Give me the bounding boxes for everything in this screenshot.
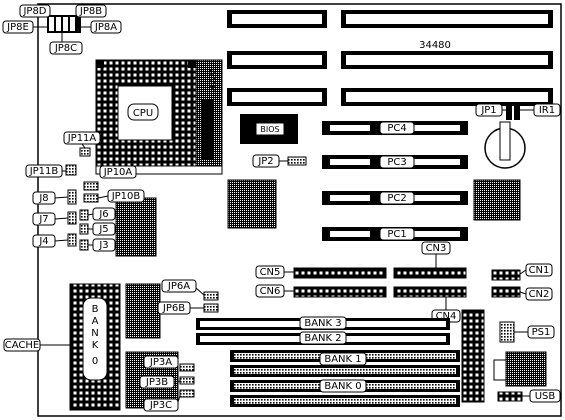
cache-bank-letter-2: A (92, 316, 99, 327)
jp2-label: JP2 (257, 156, 273, 167)
jp8-jumper-group (47, 15, 81, 33)
cache-bank-letter-4: K (92, 340, 99, 351)
bank0-label: BANK 0 (324, 381, 361, 392)
jp11b-label: JP11B (29, 166, 59, 177)
cache-bank-letter-1: B (92, 304, 99, 315)
jp8a-label: JP8A (94, 22, 117, 33)
pc2-label: PC2 (387, 193, 406, 204)
cn2-label: CN2 (529, 289, 550, 300)
cn6-label: CN6 (260, 286, 281, 297)
cache-area (69, 283, 121, 411)
pc4-label: PC4 (387, 123, 406, 134)
ps1-label: PS1 (532, 327, 551, 338)
controller-chip (125, 283, 161, 339)
cpu-socket: CPU AMP (95, 59, 223, 175)
amp-label: AMP (206, 69, 217, 91)
jp6a-label: JP6A (167, 281, 190, 292)
jp11a-label: JP11A (67, 133, 97, 144)
jp3a-label: JP3A (149, 357, 172, 368)
cn1-connector (491, 269, 521, 281)
jp1-label: JP1 (480, 105, 496, 116)
chipset-chip-1 (227, 179, 277, 229)
usb-label: USB (535, 391, 556, 402)
bank2-label: BANK 2 (304, 333, 341, 344)
bank1-label: BANK 1 (324, 354, 361, 365)
jp6b-label: JP6B (162, 303, 185, 314)
jp8c-label: JP8C (54, 43, 77, 54)
cpu-label: CPU (133, 108, 153, 119)
j4-label: J4 (38, 236, 48, 247)
bios-chip: BIOS (240, 114, 298, 144)
ir1-label: IR1 (539, 105, 555, 116)
chipset-chip-3 (115, 197, 157, 257)
jp8d-label: JP8D (22, 6, 46, 17)
isa-slots (227, 10, 553, 106)
jp3c-label: JP3C (149, 400, 172, 411)
keyboard-connector (505, 351, 547, 387)
bios-label: BIOS (260, 125, 279, 134)
j5-label: J5 (98, 224, 108, 235)
cn1-label: CN1 (529, 265, 550, 276)
cache-bank-letter-5: 0 (92, 356, 98, 367)
power-header (461, 309, 485, 403)
cache-bank-letter-3: N (91, 328, 98, 339)
cn4-label: CN4 (436, 311, 457, 322)
jp10a-label: JP10A (103, 167, 133, 178)
cn2-connector (491, 286, 521, 298)
j6-label: J6 (98, 209, 108, 220)
bank3-label: BANK 3 (304, 318, 341, 329)
jp8b-label: JP8B (79, 6, 102, 17)
j7-label: J7 (38, 214, 48, 225)
j3-label: J3 (98, 240, 108, 251)
jp3b-label: JP3B (145, 377, 168, 388)
ide-connectors (293, 267, 467, 298)
chipset-chip-2 (473, 179, 521, 221)
j8-label: J8 (38, 193, 48, 204)
board-model-number: 34480 (419, 40, 451, 51)
pc3-label: PC3 (387, 157, 406, 168)
cache-label: CACHE (5, 340, 39, 351)
jp8e-label: JP8E (6, 22, 29, 33)
jp10b-label: JP10B (111, 191, 141, 202)
pc1-label: PC1 (387, 229, 406, 240)
cn5-label: CN5 (260, 267, 281, 278)
cn3-label: CN3 (426, 243, 447, 254)
